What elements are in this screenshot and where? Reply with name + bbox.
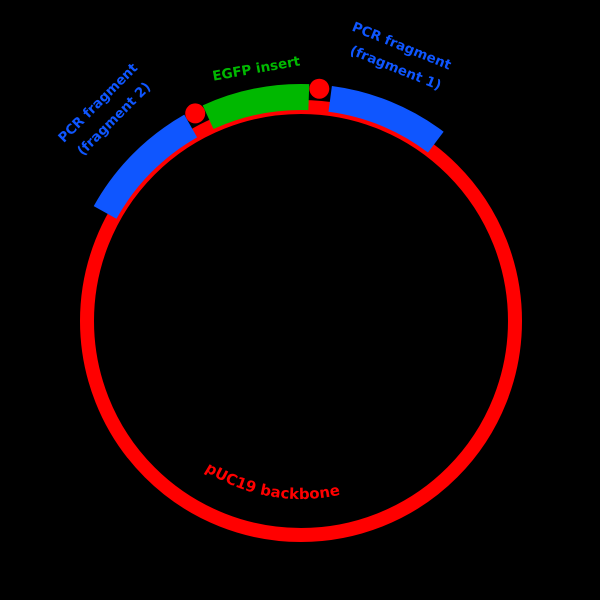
backbone-label-text: pUC19 backbone bbox=[202, 459, 341, 503]
junction-marker-dot-left bbox=[185, 103, 206, 124]
insert-label: EGFP insert bbox=[211, 53, 302, 84]
fragment-2-arc-segment bbox=[93, 114, 198, 219]
fragment-1-arc-segment bbox=[328, 86, 444, 153]
insert-arc-segment bbox=[202, 84, 310, 130]
backbone-label: pUC19 backbone bbox=[202, 459, 341, 503]
junction-marker-dot-right bbox=[309, 78, 330, 99]
